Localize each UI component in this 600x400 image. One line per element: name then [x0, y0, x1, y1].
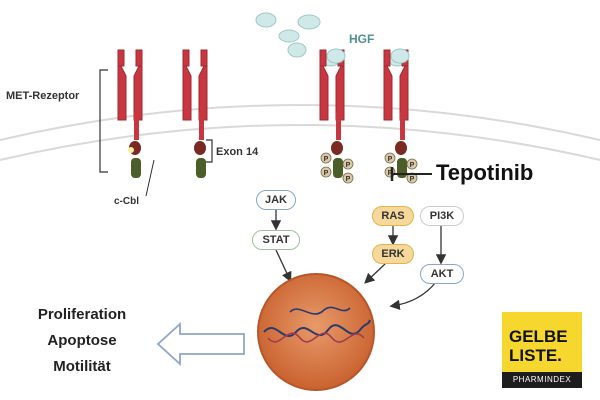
phospho-label: P: [324, 170, 329, 177]
arrow-erk-nucleus: [364, 262, 387, 284]
phospho-label: P: [346, 162, 351, 169]
met-receptor-label: MET-Rezeptor: [6, 90, 80, 102]
dna-strand: [289, 306, 351, 315]
phospho-label: P: [388, 170, 393, 177]
outcome-motilitaet: Motilität: [53, 358, 111, 375]
arrow-stat-nucleus: [275, 249, 292, 283]
jak-node: JAK: [256, 190, 296, 210]
hgf-label: HGF: [349, 32, 375, 46]
phospho-site: [384, 152, 396, 164]
receptor-bracket: [99, 69, 108, 173]
hgf-bubble: [278, 29, 300, 43]
pi3k-node: PI3K: [420, 206, 464, 226]
hgf-bubble: [255, 12, 277, 28]
exon14-bracket: [206, 139, 213, 163]
phospho-site: [342, 172, 354, 184]
met-receptor-1: [117, 49, 143, 178]
erk-node: ERK: [372, 244, 414, 264]
akt-node: AKT: [420, 264, 464, 284]
outcome-proliferation: Proliferation: [37, 306, 127, 323]
hgf-bubble: [287, 42, 307, 58]
phospho-label: P: [346, 176, 351, 183]
ccbl-label: c-Cbl: [114, 196, 139, 207]
nucleus: [257, 273, 375, 391]
cell-membrane: [0, 104, 600, 161]
phospho-label: P: [410, 176, 415, 183]
logo-subtitle: PHARMINDEX: [502, 372, 582, 388]
dna-strand: [267, 332, 365, 343]
arrow-akt-nucleus: [389, 281, 437, 311]
gelbe-liste-logo: GELBE LISTE. PHARMINDEX: [502, 312, 582, 388]
logo-line2: LISTE.: [509, 346, 562, 365]
outcome-apoptose: Apoptose: [47, 332, 117, 349]
tepotinib-inhibition: [390, 167, 432, 181]
met-receptor-2: [182, 49, 208, 178]
phospho-label: P: [324, 156, 329, 163]
stat-node: STAT: [252, 230, 300, 250]
phospho-site: [320, 152, 332, 164]
exon14-label: Exon 14: [216, 146, 259, 158]
logo-line1: GELBE: [509, 327, 568, 346]
phospho-label: P: [410, 162, 415, 169]
signaling-arrows: [270, 209, 447, 311]
phospho-site: [406, 158, 418, 170]
ras-node: RAS: [372, 206, 414, 226]
hgf-bubble: [297, 14, 321, 30]
phospho-site: [342, 158, 354, 170]
outcome-arrow: [156, 321, 245, 367]
tepotinib-label: Tepotinib: [436, 160, 534, 185]
phospho-site: [320, 166, 332, 178]
ccbl-pointer: [145, 159, 155, 197]
phospho-label: P: [388, 156, 393, 163]
